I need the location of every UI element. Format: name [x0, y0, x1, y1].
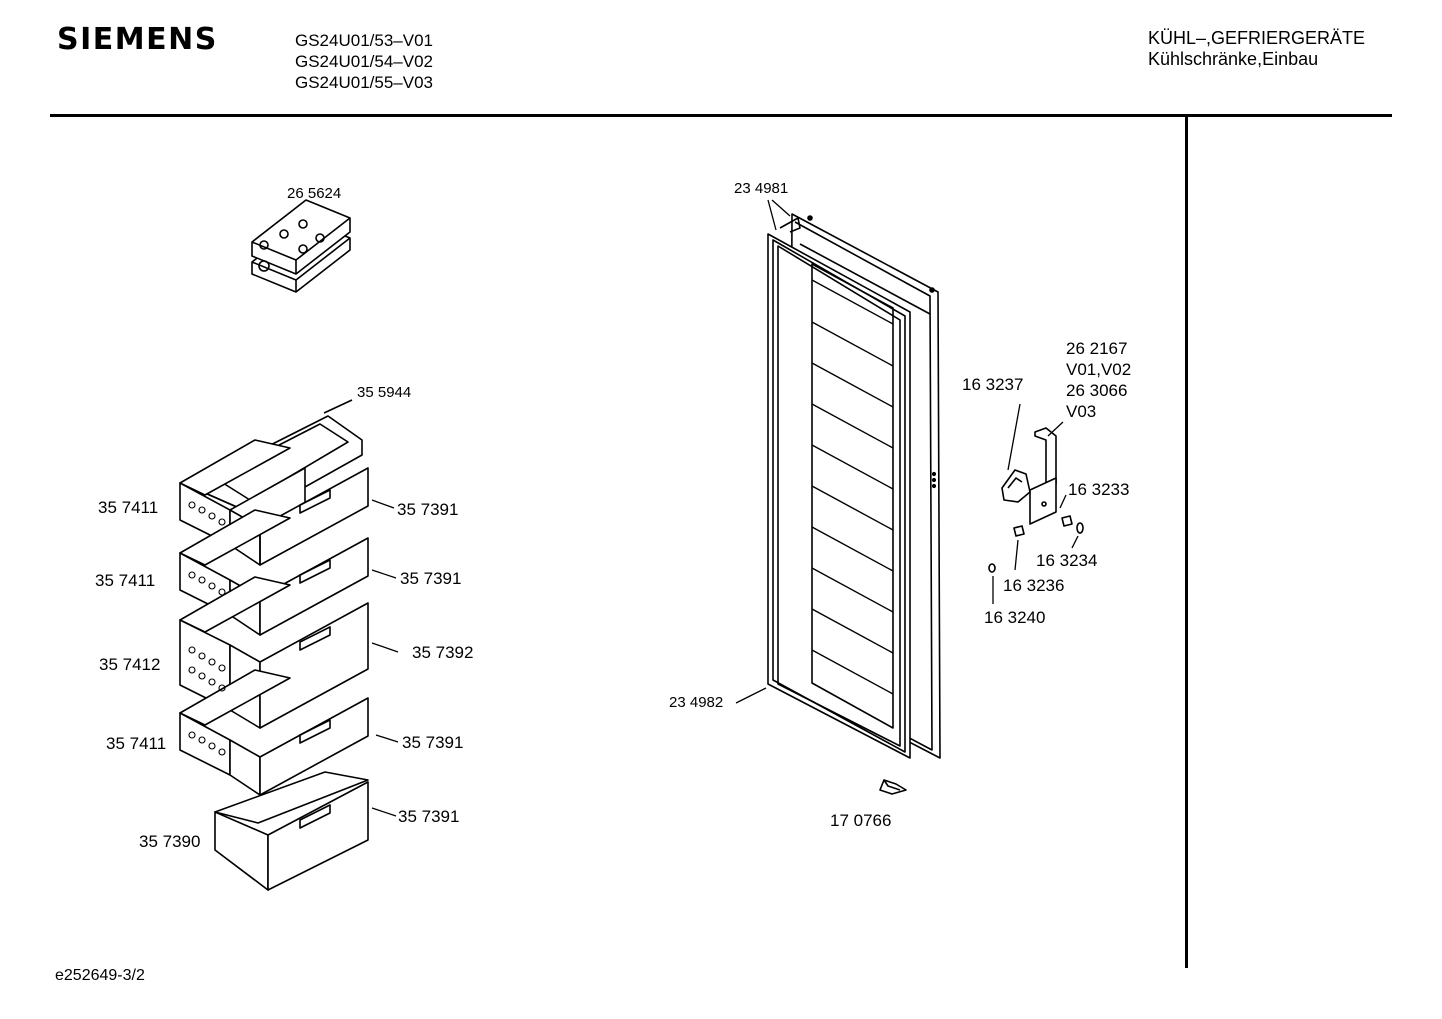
model-number: GS24U01/55–V03 — [295, 73, 433, 92]
header-divider — [50, 114, 1392, 117]
category-title: KÜHL–,GEFRIERGERÄTE — [1148, 28, 1366, 48]
part-label-top-tray: 35 5944 — [357, 384, 412, 401]
model-number: GS24U01/54–V02 — [295, 52, 433, 71]
part-label-pin: 16 3240 — [984, 608, 1046, 627]
door-clip-illustration — [879, 779, 907, 795]
part-label-basket-front: 35 7391 — [400, 569, 462, 588]
part-label-hinge: 26 3066 — [1066, 381, 1128, 400]
hinge-assembly-illustration — [988, 427, 1084, 573]
category-block: KÜHL–,GEFRIERGERÄTE Kühlschränke,Einbau — [1148, 28, 1365, 70]
part-label-hinge: 26 2167 — [1066, 339, 1128, 358]
part-label-hinge-cover: 16 3237 — [962, 375, 1024, 394]
category-subtitle: Kühlschränke,Einbau — [1148, 49, 1319, 69]
part-label-basket-front: 35 7391 — [398, 807, 460, 826]
part-label-bottom-drawer: 35 7390 — [139, 832, 201, 851]
part-label-door-clip: 17 0766 — [830, 811, 892, 830]
part-label-cold-pack: 26 5624 — [287, 185, 342, 202]
freezer-basket-stack — [179, 399, 369, 891]
leader-lines — [371, 199, 1079, 817]
part-label-door: 23 4982 — [669, 694, 724, 711]
part-label-variant: V03 — [1066, 402, 1097, 421]
part-label-large-basket-side: 35 7412 — [99, 655, 161, 674]
part-label-basket-side: 35 7411 — [98, 498, 159, 517]
part-label-variant: V01,V02 — [1066, 360, 1132, 379]
model-number: GS24U01/53–V01 — [295, 31, 433, 50]
part-label-door-seal: 23 4981 — [734, 180, 789, 197]
brand-logo: SIEMENS — [57, 22, 218, 57]
part-label-basket-front: 35 7391 — [397, 500, 459, 519]
part-label-basket-front: 35 7391 — [402, 733, 464, 752]
part-label-bushing: 16 3236 — [1003, 576, 1065, 595]
side-divider — [1185, 117, 1188, 968]
part-label-screw: 16 3233 — [1068, 480, 1130, 499]
document-id: e252649-3/2 — [55, 967, 145, 984]
part-label-large-basket-front: 35 7392 — [412, 643, 474, 662]
door-illustration — [767, 213, 941, 759]
cold-pack-illustration — [251, 199, 351, 293]
part-label-basket-side: 35 7411 — [95, 571, 156, 590]
part-label-basket-side: 35 7411 — [106, 734, 167, 753]
part-label-washer: 16 3234 — [1036, 551, 1098, 570]
model-list: GS24U01/53–V01 GS24U01/54–V02 GS24U01/55… — [295, 30, 433, 93]
